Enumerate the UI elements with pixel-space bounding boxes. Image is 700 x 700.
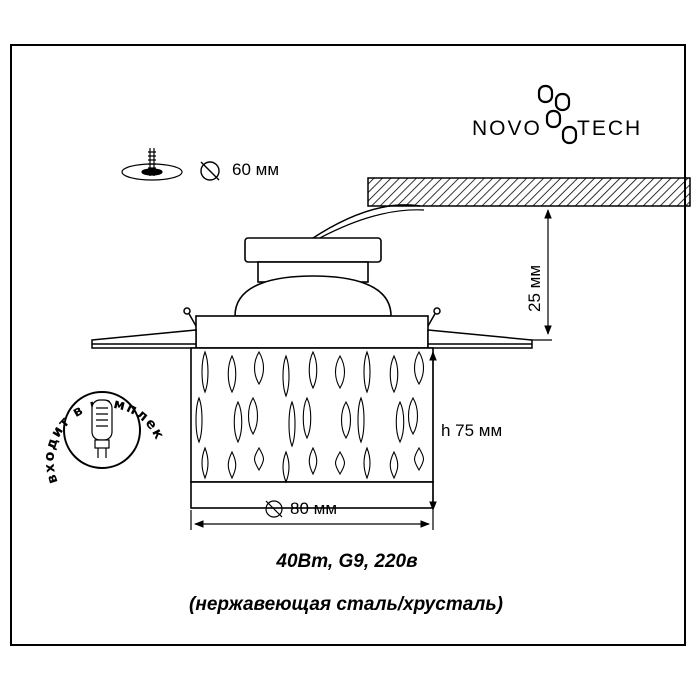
spec-caption: 40Вт, G9, 220в — [276, 551, 418, 572]
crystal-facet — [308, 350, 318, 390]
crystal-facet — [233, 400, 243, 444]
crystal-facet — [282, 354, 290, 398]
crystal-shade — [190, 347, 434, 509]
lamp-housing — [195, 237, 429, 349]
crystal-facet — [407, 396, 419, 436]
power-wire — [309, 204, 421, 241]
brand-text-left: NOVO — [472, 117, 542, 140]
power-wire-2 — [315, 209, 425, 241]
crystal-facet — [357, 396, 365, 444]
crystal-facet — [413, 350, 425, 386]
crystal-pattern — [195, 350, 425, 484]
crystal-facet — [253, 350, 265, 386]
ceiling-slab — [367, 177, 691, 207]
crystal-facet — [340, 400, 352, 440]
crystal-facet — [363, 350, 371, 394]
depth-dimension — [530, 209, 552, 341]
bulb-badge-textpath: входит в комплект не — [0, 0, 166, 486]
height-label: h 75 мм — [441, 421, 503, 440]
ceiling-cutout-icon — [121, 148, 183, 181]
bulb-included-badge: входит в комплект не — [0, 0, 168, 486]
crystal-facet — [389, 354, 399, 394]
crystal-facet — [253, 446, 265, 472]
g9-bulb-icon — [91, 399, 113, 458]
diameter-label: 80 мм — [290, 499, 338, 518]
mounting-flange — [91, 307, 533, 349]
crystal-facet — [201, 446, 209, 480]
recess-depth-label: 25 мм — [525, 265, 544, 312]
brand-text-right: TECH — [577, 117, 642, 140]
cutout-label: 60 мм — [232, 160, 280, 179]
crystal-facet — [282, 450, 290, 484]
diameter-symbol-icon — [200, 161, 220, 181]
crystal-facet — [247, 396, 259, 436]
diameter-dimension — [190, 500, 434, 530]
crystal-facet — [413, 446, 425, 472]
crystal-facet — [334, 354, 346, 390]
crystal-facet — [227, 450, 237, 480]
crystal-facet — [389, 450, 399, 480]
material-caption: (нержавеющая сталь/хрусталь) — [189, 594, 503, 615]
bulb-badge-text: входит в комплект не — [0, 0, 168, 486]
crystal-facet — [308, 446, 318, 476]
crystal-facet — [195, 396, 203, 444]
crystal-facet — [201, 350, 209, 394]
crystal-facet — [363, 446, 371, 480]
crystal-facet — [302, 396, 312, 440]
crystal-facet — [334, 450, 346, 476]
crystal-facet — [395, 400, 405, 444]
crystal-facet — [227, 354, 237, 394]
crystal-facet — [288, 400, 296, 448]
logo-mark — [537, 84, 578, 145]
novotech-logo: NOVO TECH — [472, 84, 642, 145]
